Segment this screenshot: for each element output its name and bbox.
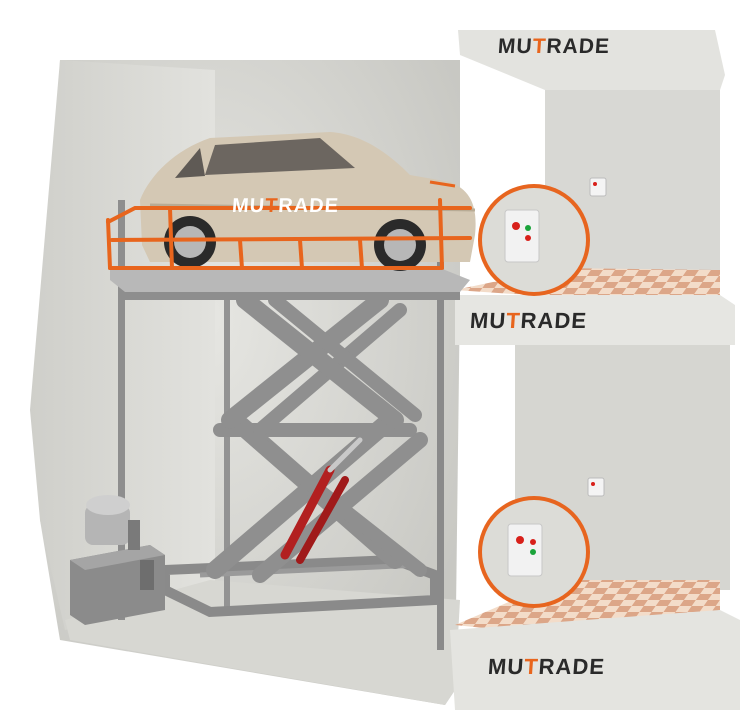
control-box-icon [587,477,605,497]
brand-prefix: MU [231,195,266,217]
middle-slab [455,295,735,345]
pit-floor [65,580,460,705]
guide-post-left [118,200,125,620]
upper-room-wall [545,90,720,270]
bottom-slab [450,610,740,710]
hydraulic-cylinders [280,437,363,564]
hydraulic-pump-icon [70,495,165,625]
brand-suffix: RADE [545,35,611,58]
platform-railing [106,198,472,270]
upper-slab [458,30,725,90]
brand-logo-middle: MUTRADE [469,308,588,333]
control-box-icon [589,177,607,197]
magnifier-callout-icon [478,496,590,608]
brand-prefix: MU [469,308,508,333]
brand-suffix: RADE [519,308,588,333]
brand-logo-bottom: MUTRADE [487,654,606,679]
guide-post-right [437,210,444,650]
brand-suffix: RADE [277,195,340,217]
guide-post-mid [224,290,230,610]
brand-logo-top: MUTRADE [497,35,611,58]
brand-prefix: MU [487,654,526,679]
brand-prefix: MU [497,35,534,58]
brand-logo-car: MUTRADE [231,195,340,217]
brand-suffix: RADE [537,654,606,679]
lift-platform-deck [110,268,470,292]
magnifier-callout-icon [478,184,590,296]
